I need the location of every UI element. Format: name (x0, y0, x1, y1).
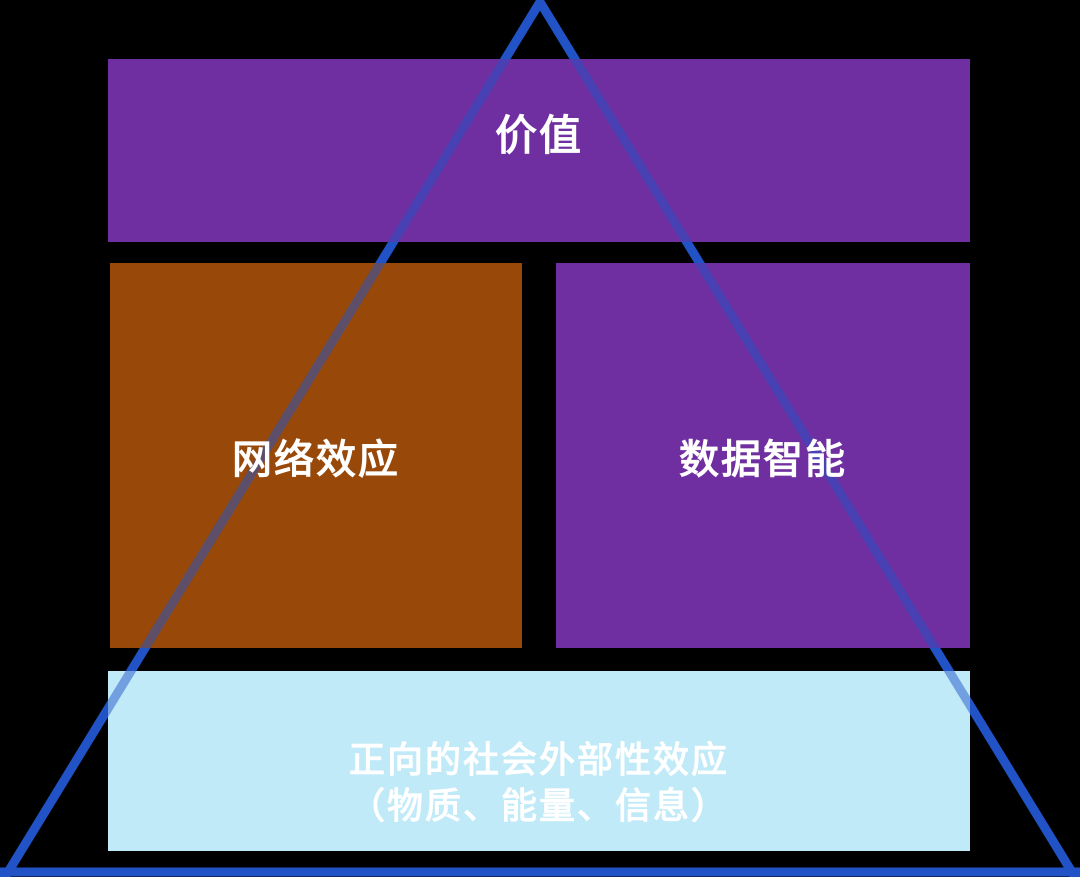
value-block (108, 59, 970, 242)
network-effects-block (110, 263, 522, 648)
network-effects-block-label: 网络效应 (232, 437, 400, 482)
data-intelligence-block-label: 数据智能 (679, 437, 847, 482)
social-externality-line-2: （物质、能量、信息） (348, 785, 729, 826)
value-block-label: 价值 (494, 112, 583, 159)
social-externality-line-1: 正向的社会外部性效应 (348, 739, 729, 780)
social-externality-block-label: 正向的社会外部性效应 （物质、能量、信息） (108, 671, 970, 851)
data-intelligence-block (556, 263, 970, 648)
social-externality-block (108, 671, 970, 851)
